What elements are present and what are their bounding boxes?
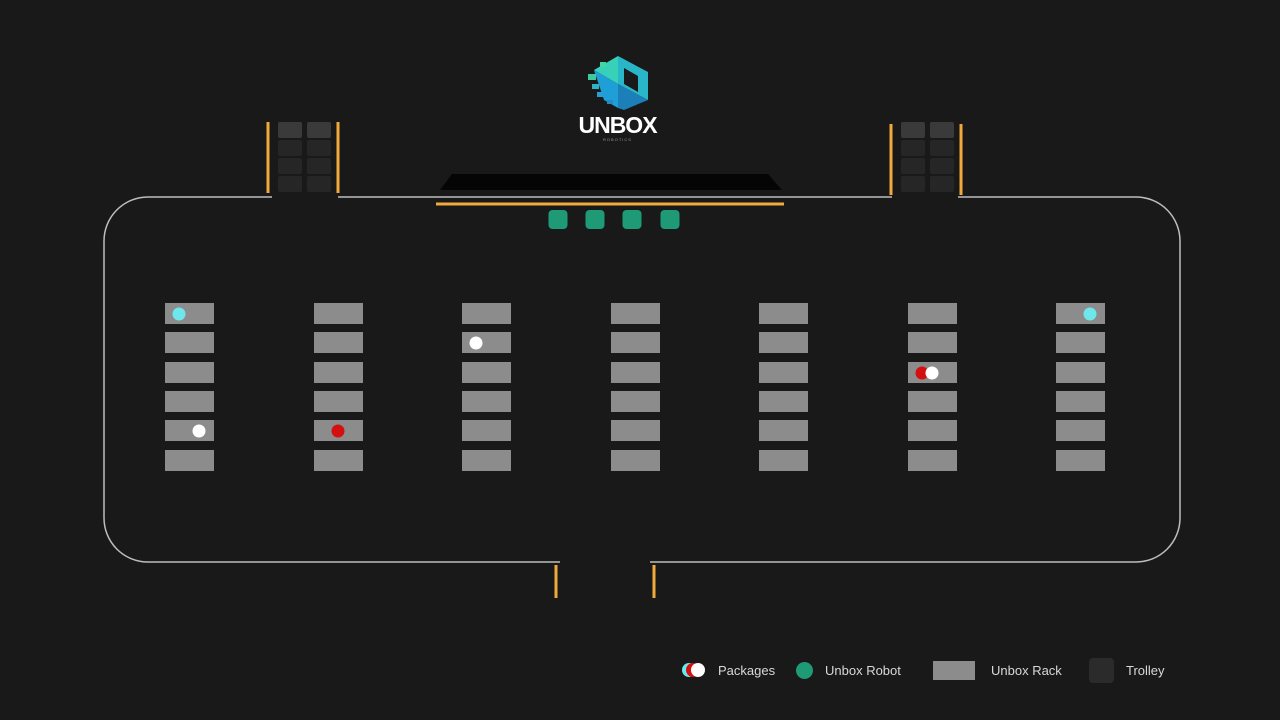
rack: [611, 391, 660, 412]
trolley: [278, 176, 302, 192]
rack: [611, 303, 660, 324]
robot: [585, 210, 605, 229]
package-white: [925, 366, 939, 380]
trolley: [930, 140, 954, 156]
rack: [165, 391, 214, 412]
rack: [1056, 450, 1105, 471]
rack: [908, 332, 957, 353]
trolley-swatch-icon: [1089, 657, 1114, 683]
rack: [165, 450, 214, 471]
rack: [759, 420, 808, 441]
robot: [548, 210, 568, 229]
legend-rack: Unbox Rack: [933, 656, 1062, 684]
rack: [908, 303, 957, 324]
rack: [165, 303, 214, 324]
package-cyan: [1083, 307, 1097, 321]
rack: [462, 391, 511, 412]
rack-grid: [165, 303, 1105, 471]
trolley: [930, 122, 954, 138]
rack: [759, 391, 808, 412]
rack: [165, 362, 214, 383]
trolley: [307, 176, 331, 192]
rack: [611, 332, 660, 353]
rack: [908, 420, 957, 441]
packages: [172, 307, 1097, 438]
rack: [165, 420, 214, 441]
trolley: [901, 140, 925, 156]
rack: [611, 420, 660, 441]
rack-swatch-icon: [933, 660, 975, 680]
trolley: [278, 158, 302, 174]
rack: [759, 450, 808, 471]
trolley: [901, 122, 925, 138]
rack: [759, 362, 808, 383]
rack: [462, 362, 511, 383]
legend-robot-label: Unbox Robot: [825, 662, 901, 678]
trolley: [930, 158, 954, 174]
legend-rack-label: Unbox Rack: [991, 662, 1062, 678]
trolley: [278, 140, 302, 156]
loading-dock-platform: [440, 174, 782, 190]
rack: [908, 391, 957, 412]
legend: Packages Unbox Robot Unbox Rack Trolley: [680, 656, 1180, 684]
legend-packages: Packages: [680, 656, 775, 684]
rack: [1056, 362, 1105, 383]
rack: [314, 450, 363, 471]
dock-robots: [548, 210, 680, 229]
package-white: [469, 336, 483, 350]
legend-trolley: Trolley: [1089, 656, 1165, 684]
rack: [462, 420, 511, 441]
package-red: [915, 366, 929, 380]
legend-packages-label: Packages: [718, 662, 776, 678]
rack: [1056, 332, 1105, 353]
legend-robot: Unbox Robot: [796, 656, 901, 684]
legend-trolley-label: Trolley: [1126, 662, 1165, 678]
rack: [1056, 303, 1105, 324]
package-cyan: [172, 307, 186, 321]
facility-outline: [103, 196, 1181, 563]
rack: [908, 450, 957, 471]
trolley: [307, 140, 331, 156]
robot: [660, 210, 680, 229]
trolley: [278, 122, 302, 138]
robot-swatch-icon: [796, 661, 813, 679]
rack: [462, 303, 511, 324]
rack: [759, 303, 808, 324]
trolley: [901, 158, 925, 174]
rack: [314, 362, 363, 383]
package-red: [331, 424, 345, 438]
rack: [611, 362, 660, 383]
rack: [759, 332, 808, 353]
trolley: [901, 176, 925, 192]
trolley: [930, 176, 954, 192]
gates: [266, 122, 963, 598]
rack: [314, 391, 363, 412]
rack: [462, 332, 511, 353]
robot: [622, 210, 642, 229]
package-swatch-icon: [680, 662, 706, 678]
package-white: [192, 424, 206, 438]
trolley: [307, 158, 331, 174]
trolley: [307, 122, 331, 138]
brand-name: UNBOX: [578, 112, 657, 138]
rack: [1056, 391, 1105, 412]
rack: [314, 332, 363, 353]
rack: [462, 450, 511, 471]
rack: [314, 303, 363, 324]
trolley-bays: [278, 122, 954, 192]
rack: [1056, 420, 1105, 441]
rack: [165, 332, 214, 353]
unbox-logo-icon: [588, 56, 648, 110]
brand-tagline: ROBOTICS: [603, 137, 632, 142]
rack: [611, 450, 660, 471]
